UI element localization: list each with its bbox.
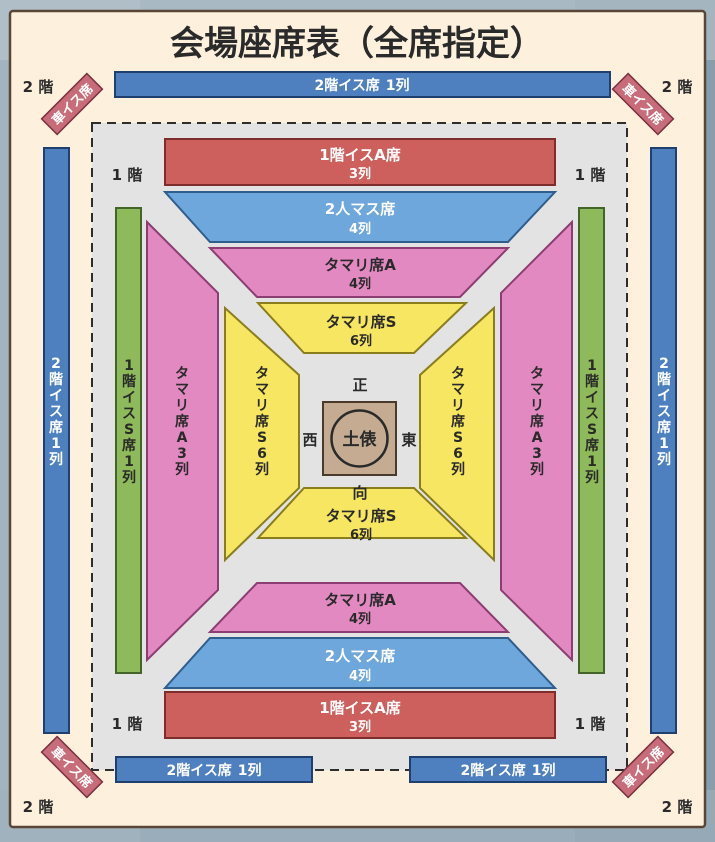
- direction-west: 西: [302, 431, 317, 449]
- section-tamari-s-bottom-rows: 6列: [350, 527, 372, 543]
- direction-south: 向: [352, 484, 367, 502]
- floor-label-2f-top-right: 2 階: [662, 78, 693, 96]
- section-masu-top-name: 2人マス席: [325, 200, 395, 218]
- section-tamari-s-bottom-name: タマリ席S: [326, 507, 397, 525]
- section-tamari-a-top-rows: 4列: [349, 276, 371, 292]
- section-masu-bottom-rows: 4列: [349, 668, 371, 684]
- floor-label-1f-top-right: 1 階: [575, 166, 606, 184]
- floor-label-2f-top-left: 2 階: [23, 78, 54, 96]
- floor-label-2f-bottom-left: 2 階: [23, 798, 54, 816]
- page-title: 会場座席表（全席指定）: [170, 24, 544, 64]
- dohyo-label: 土俵: [343, 429, 378, 450]
- section-tamari-a-bottom-name: タマリ席A: [324, 591, 396, 609]
- direction-east: 東: [401, 431, 416, 449]
- floor-label-1f-bottom-right: 1 階: [575, 715, 606, 733]
- section-masu-top-rows: 4列: [349, 221, 371, 237]
- section-tamari-s-top-rows: 6列: [350, 333, 372, 349]
- floor-label-1f-top-left: 1 階: [112, 166, 143, 184]
- section-tamari-s-top-name: タマリ席S: [326, 313, 397, 331]
- section-tamari-a-top-name: タマリ席A: [324, 256, 396, 274]
- direction-north: 正: [352, 376, 367, 394]
- section-masu-bottom-name: 2人マス席: [325, 647, 395, 665]
- section-1f-a-top-rows: 3列: [349, 166, 371, 182]
- section-tamari-a-bottom-rows: 4列: [349, 611, 371, 627]
- section-1f-a-bottom-rows: 3列: [349, 719, 371, 735]
- floor-label-2f-bottom-right: 2 階: [662, 798, 693, 816]
- floor-label-1f-bottom-left: 1 階: [112, 715, 143, 733]
- section-1f-a-bottom-name: 1階イスA席: [319, 699, 401, 717]
- section-1f-a-top-name: 1階イスA席: [319, 146, 401, 164]
